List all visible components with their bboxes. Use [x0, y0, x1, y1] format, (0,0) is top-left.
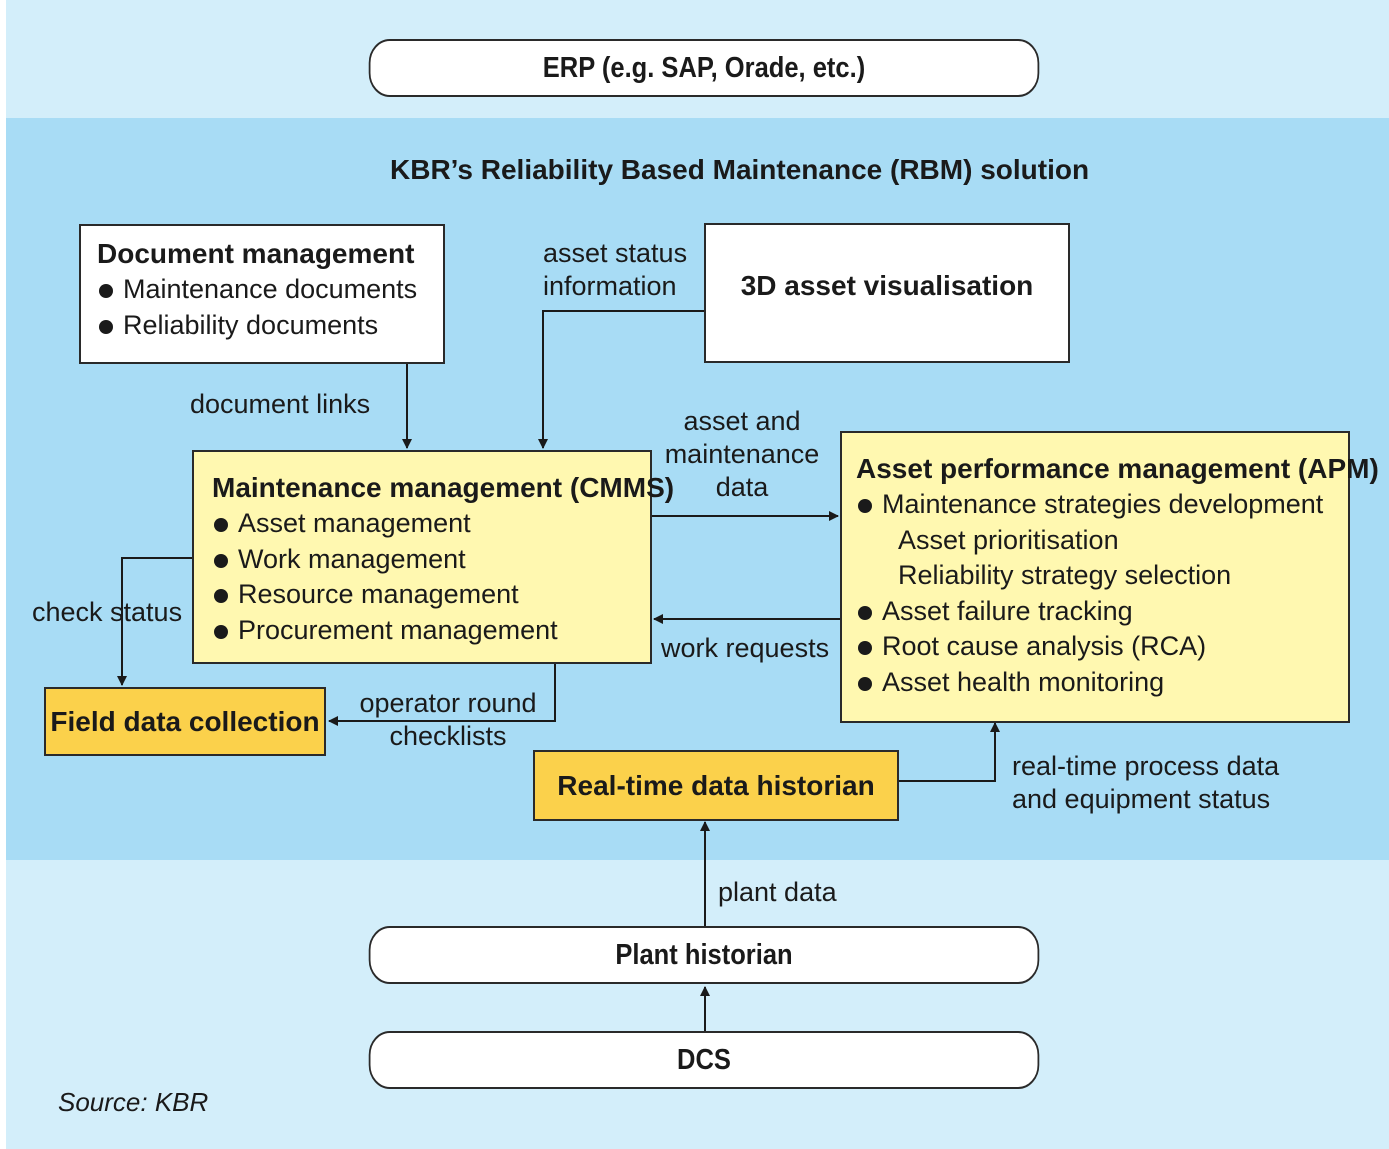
erp-box: ERP (e.g. SAP, Orade, etc.) — [368, 39, 1040, 97]
apm-item: Asset failure tracking — [856, 594, 1348, 630]
cmms-item: Procurement management — [212, 613, 650, 649]
asset-status-line: asset status — [543, 238, 688, 268]
work-requests-label: work requests — [661, 633, 830, 663]
apm-item: Root cause analysis (RCA) — [856, 629, 1348, 665]
document-management-item: Maintenance documents — [97, 272, 443, 308]
erp-label: ERP (e.g. SAP, Orade, etc.) — [542, 51, 866, 84]
document-links-label: document links — [190, 389, 371, 419]
plant-data-label: plant data — [718, 877, 837, 907]
dcs-label: DCS — [677, 1043, 731, 1076]
source-note: Source: KBR — [58, 1087, 209, 1117]
cmms-item: Work management — [212, 542, 650, 578]
asset-maintenance-line: data — [715, 472, 769, 502]
apm-subitem: Reliability strategy selection — [898, 560, 1232, 590]
asset-status-arrow — [538, 310, 704, 449]
apm-item: Asset health monitoring — [856, 665, 1348, 701]
apm-item: Maintenance strategies development — [856, 487, 1348, 523]
plant-historian-box: Plant historian — [368, 926, 1040, 984]
operator-checklists-line: checklists — [389, 721, 507, 751]
realtime-process-line: and equipment status — [1012, 784, 1271, 814]
realtime-process-label: real-time process data and equipment sta… — [1012, 750, 1279, 816]
document-management-title: Document management — [97, 238, 415, 269]
asset-visualisation-box: 3D asset visualisation — [704, 223, 1070, 363]
asset-status-line: information — [543, 271, 677, 301]
asset-status-label: asset status information — [543, 237, 687, 303]
plant-historian-label: Plant historian — [615, 938, 793, 971]
operator-checklists-label: operator round checklists — [358, 687, 538, 753]
document-management-box: Document management Maintenance document… — [79, 224, 445, 364]
check-status-label: check status — [32, 597, 183, 627]
apm-box: Asset performance management (APM) Maint… — [840, 431, 1379, 723]
apm-subitem: Asset prioritisation — [898, 524, 1119, 555]
asset-maintenance-label: asset and maintenance data — [662, 405, 822, 504]
rbm-title: KBR’s Reliability Based Maintenance (RBM… — [390, 154, 1090, 185]
asset-maintenance-line: maintenance — [664, 439, 820, 469]
cmms-item: Asset management — [212, 506, 650, 542]
realtime-process-line: real-time process data — [1012, 751, 1280, 781]
operator-checklists-line: operator round — [359, 688, 537, 718]
dcs-box: DCS — [368, 1031, 1040, 1089]
field-data-collection-title: Field data collection — [50, 705, 320, 737]
realtime-historian-box: Real-time data historian — [533, 750, 899, 821]
realtime-historian-title: Real-time data historian — [557, 769, 875, 801]
apm-title: Asset performance management (APM) — [856, 453, 1379, 484]
document-management-item: Reliability documents — [97, 308, 443, 344]
realtime-process-arrow — [898, 722, 1000, 782]
check-status-arrow — [117, 557, 192, 686]
cmms-item: Resource management — [212, 577, 650, 613]
cmms-box: Maintenance management (CMMS) Asset mana… — [192, 450, 675, 664]
asset-visualisation-title: 3D asset visualisation — [740, 270, 1034, 301]
field-data-collection-box: Field data collection — [44, 687, 326, 756]
asset-maintenance-line: asset and — [683, 406, 801, 436]
operator-checklists-arrow — [328, 664, 556, 726]
plant-band — [6, 860, 1389, 1149]
cmms-title: Maintenance management (CMMS) — [212, 472, 675, 503]
